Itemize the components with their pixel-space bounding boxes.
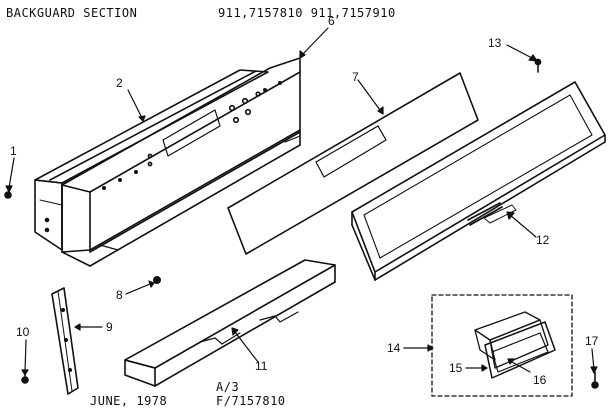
callout-13: 13 bbox=[488, 36, 502, 50]
figure-reference: F/7157810 bbox=[216, 394, 286, 408]
callout-12: 12 bbox=[536, 233, 550, 247]
model-numbers: 911,7157810 911,7157910 bbox=[218, 6, 396, 20]
screw-part-17 bbox=[591, 371, 599, 389]
callout-10: 10 bbox=[16, 325, 30, 339]
callout-1: 1 bbox=[10, 144, 17, 158]
callout-16: 16 bbox=[533, 373, 547, 387]
callout-7: 7 bbox=[352, 70, 359, 84]
section-title: BACKGUARD SECTION bbox=[6, 6, 138, 20]
page-reference: A/3 bbox=[216, 380, 240, 394]
callout-2: 2 bbox=[116, 76, 123, 90]
end-bracket-part-9 bbox=[51, 287, 79, 395]
callout-14: 14 bbox=[387, 341, 401, 355]
front-panel-part-6 bbox=[61, 57, 301, 267]
screw-part-13 bbox=[534, 58, 542, 73]
screw-part-8 bbox=[153, 275, 162, 284]
leader-lines bbox=[5, 27, 598, 376]
callout-9: 9 bbox=[106, 320, 113, 334]
screw-part-1 bbox=[4, 191, 12, 199]
overlay-part-7 bbox=[227, 72, 479, 255]
publication-date: JUNE, 1978 bbox=[90, 394, 168, 408]
callout-15: 15 bbox=[449, 361, 463, 375]
callout-11: 11 bbox=[255, 359, 268, 373]
trim-frame-part-12 bbox=[351, 81, 606, 281]
lower-bracket-part-11 bbox=[124, 259, 336, 387]
light-assembly-box-part-14 bbox=[431, 294, 573, 397]
callout-17: 17 bbox=[585, 334, 599, 348]
callout-8: 8 bbox=[116, 288, 123, 302]
callout-6: 6 bbox=[328, 14, 335, 28]
